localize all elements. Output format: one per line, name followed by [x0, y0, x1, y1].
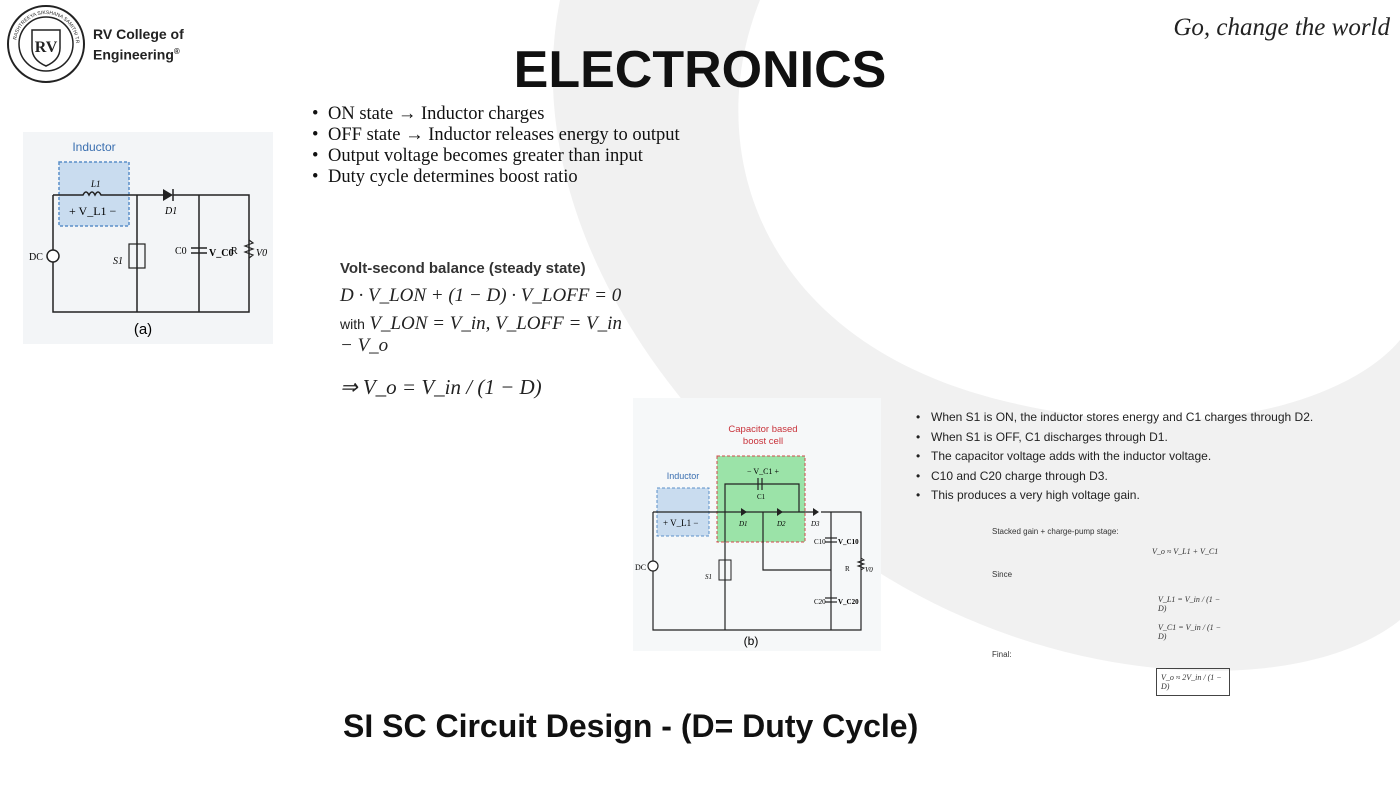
figure-b-inductor-label: Inductor	[667, 471, 700, 481]
logo-letters: RV	[35, 39, 58, 56]
figure-b-vc1-label: − V_C1 +	[747, 467, 779, 476]
figure-a-vl1-label: + V_L1 −	[69, 204, 117, 218]
figure-b-r-label: R	[845, 565, 850, 573]
figure-a-v0-label: V0	[256, 248, 267, 259]
bullet-item: When S1 is OFF, C1 discharges through D1…	[914, 428, 1334, 448]
figure-a-s1-label: S1	[113, 256, 123, 267]
figure-a-vc0-label: V_C0	[209, 248, 233, 259]
stacked-final-eq: V_o ≈ 2V_in / (1 − D)	[1156, 668, 1230, 696]
figure-b-c1-label: C1	[757, 493, 766, 501]
college-name: RV College of Engineering®	[93, 25, 184, 64]
slide-subtitle: SI SC Circuit Design - (D= Duty Cycle)	[343, 708, 919, 744]
bullet-item: When S1 is ON, the inductor stores energ…	[914, 408, 1334, 428]
figure-b-vc10-label: V_C10	[838, 538, 859, 546]
volt-second-result: ⇒ V_o = V_in / (1 − D)	[340, 375, 542, 399]
stacked-gain-equations: Stacked gain + charge-pump stage: V_o ≈ …	[980, 520, 1230, 700]
figure-b-vc20-label: V_C20	[838, 598, 859, 606]
stacked-eq1: V_o ≈ V_L1 + V_C1	[1152, 547, 1219, 556]
figure-b-d2-label: D2	[776, 520, 786, 528]
figure-a-d1-label: D1	[164, 206, 177, 217]
figure-a-L-label: L1	[90, 179, 101, 189]
stacked-eq3: V_C1 = V_in / (1 − D)	[1158, 623, 1222, 641]
college-name-line1: RV College of	[93, 26, 184, 42]
bullet-item: ON state → Inductor charges	[312, 104, 705, 125]
slide-title: ELECTRONICS	[513, 41, 887, 99]
cell-label-line1: Capacitor based	[728, 424, 797, 435]
college-name-line2: Engineering	[93, 46, 174, 63]
figure-b-dc-label: DC	[635, 563, 646, 572]
figure-b-s1-label: S1	[705, 573, 712, 581]
figure-a-boost-circuit: Inductor L1 + V_L1 − D1 DC S1 C0 V_C0 R …	[23, 132, 273, 344]
bullet-item: C10 and C20 charge through D3.	[914, 467, 1334, 487]
figure-b-capacitor-boost-circuit: Capacitor based boost cell Inductor + V_…	[633, 398, 881, 651]
boost-cell-highlight	[716, 455, 806, 543]
bullet-item: This produces a very high voltage gain.	[914, 486, 1334, 506]
volt-second-equations: Volt-second balance (steady state) D · V…	[340, 260, 630, 400]
volt-second-heading: Volt-second balance (steady state)	[340, 260, 586, 277]
slogan: Go, change the world	[1173, 14, 1390, 41]
charge-pump-bullets: When S1 is ON, the inductor stores energ…	[914, 408, 1334, 506]
figure-b-c20-label: C20	[814, 598, 826, 606]
figure-a-r-label: R	[231, 246, 238, 257]
with-label: with	[340, 316, 365, 332]
registered-mark: ®	[173, 47, 180, 56]
cell-label-line2: boost cell	[743, 436, 783, 447]
stacked-eq2: V_L1 = V_in / (1 − D)	[1158, 595, 1221, 613]
volt-second-eq1: D · V_LON + (1 − D) · V_LOFF = 0	[340, 285, 622, 306]
bullet-item: The capacitor voltage adds with the indu…	[914, 447, 1334, 467]
bullet-item: Duty cycle determines boost ratio	[312, 167, 705, 188]
final-label: Final:	[992, 650, 1012, 659]
figure-b-d3-label: D3	[810, 520, 820, 528]
figure-a-caption: (a)	[134, 321, 152, 338]
volt-second-eq2: V_LON = V_in, V_LOFF = V_in − V_o	[340, 313, 622, 356]
figure-a-c0-label: C0	[175, 246, 187, 257]
figure-b-vl1-label: + V_L1 −	[663, 518, 699, 528]
bullet-item: OFF state → Inductor releases energy to …	[312, 125, 705, 146]
figure-b-caption: (b)	[744, 634, 759, 648]
stacked-heading: Stacked gain + charge-pump stage:	[992, 527, 1119, 536]
bullet-item: Output voltage becomes greater than inpu…	[312, 146, 705, 167]
figure-b-v0-label: V0	[865, 566, 873, 574]
since-label: Since	[992, 570, 1013, 579]
college-logo: RV RASHTREEYA SIKSHANA SAMITHI TRUST	[6, 4, 85, 83]
figure-b-d1-label: D1	[738, 520, 748, 528]
operation-bullets: ON state → Inductor charges OFF state → …	[312, 104, 705, 188]
figure-a-dc-label: DC	[29, 252, 43, 263]
figure-b-c10-label: C10	[814, 538, 826, 546]
figure-a-inductor-label: Inductor	[72, 140, 115, 154]
